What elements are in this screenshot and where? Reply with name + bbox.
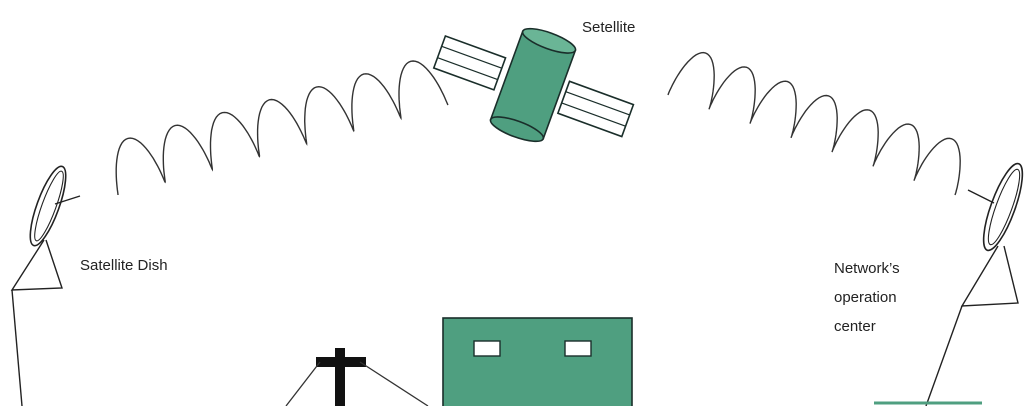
satellite-dish-label: Satellite Dish: [80, 257, 168, 274]
dish-mount: [962, 246, 1018, 306]
building: [443, 318, 632, 406]
satellite: [434, 24, 634, 147]
solar-panel-left: [434, 36, 506, 90]
satellite-dish-right: [874, 160, 1030, 406]
building-window-left: [474, 341, 500, 356]
satellite-label: Setellite: [582, 19, 635, 36]
solar-panel-right: [558, 81, 634, 136]
utility-pole: [286, 348, 428, 406]
building-window-right: [565, 341, 591, 356]
signal-wave-left: [116, 61, 448, 195]
dish-cable: [926, 306, 962, 406]
noc-label-line3: center: [834, 318, 876, 335]
signal-wave-right: [668, 53, 960, 195]
pole-crossarm: [316, 357, 366, 367]
dish-mount: [12, 240, 62, 290]
noc-label-line1: Network’s: [834, 260, 900, 277]
dish-feed-arm: [968, 190, 994, 203]
wire-right: [360, 362, 428, 406]
wire-left: [286, 362, 320, 406]
noc-label-line2: operation: [834, 289, 897, 306]
pole-post: [335, 348, 345, 406]
dish-cable: [12, 290, 22, 406]
satellite-body: [488, 24, 578, 147]
dish-reflector: [976, 160, 1030, 255]
satellite-dish-left: [12, 163, 80, 406]
dish-reflector: [23, 163, 72, 249]
